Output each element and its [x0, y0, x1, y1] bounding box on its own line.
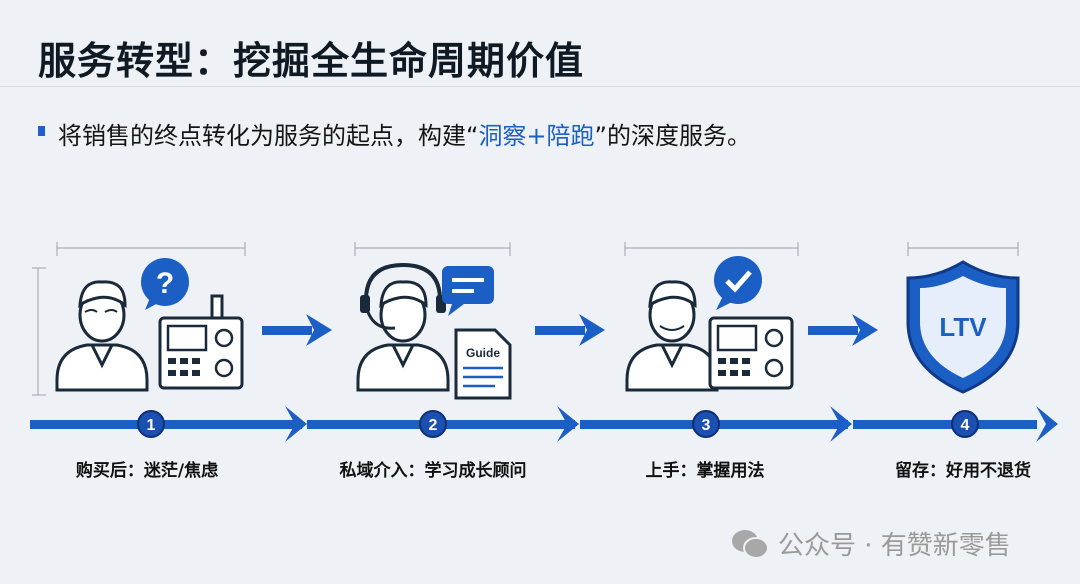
guide-doc-label: Guide [466, 346, 500, 360]
svg-text:?: ? [156, 267, 174, 300]
bullet-text-end: ”的深度服务。 [594, 122, 751, 150]
step-label-4: 留存：好用不退货 [895, 461, 1031, 481]
arrow-right-icon [262, 314, 332, 346]
watermark-text: 公众号 · 有赞新零售 [778, 531, 1011, 561]
step-number: 1 [147, 417, 156, 434]
divider [0, 86, 1080, 87]
subtitle-bullet: 将销售的终点转化为服务的起点，构建“洞察+陪跑”的深度服务。 [58, 116, 751, 151]
page-title: 服务转型：挖掘全生命周期价值 [38, 39, 585, 83]
question-bubble-icon: ? [141, 258, 189, 310]
arrow-right-icon [535, 314, 605, 346]
support-advisor-icon: Guide [356, 262, 512, 400]
step-number: 3 [702, 417, 711, 434]
step-label-2: 私域介入：学习成长顾问 [339, 461, 527, 481]
shield-label: LTV [939, 312, 987, 342]
timeline: 1 2 3 4 [30, 406, 1058, 442]
bullet-text: 将销售的终点转化为服务的起点，构建“ [58, 122, 479, 150]
bullet-marker [38, 126, 45, 136]
step-marker-4: 4 [951, 410, 979, 438]
check-bubble-icon [714, 256, 762, 310]
guide-document-icon: Guide [454, 328, 512, 400]
step-marker-2: 2 [419, 410, 447, 438]
confident-customer-icon [625, 256, 794, 392]
guide-lines [32, 242, 1019, 396]
bullet-highlight: 洞察+陪跑 [478, 122, 595, 150]
chat-bubble-icon [442, 266, 494, 316]
arrow-right-icon [808, 314, 878, 346]
watermark: 公众号 · 有赞新零售 [730, 525, 1011, 562]
wechat-icon [732, 529, 769, 559]
step-label-1: 购买后：迷茫/焦虑 [75, 461, 219, 481]
step-number: 2 [429, 417, 438, 434]
connector-arrows [262, 314, 878, 346]
step-label-3: 上手：掌握用法 [645, 461, 765, 481]
step-number: 4 [961, 417, 970, 434]
ltv-shield-icon: LTV [906, 260, 1020, 394]
step-marker-3: 3 [692, 410, 720, 438]
confused-customer-icon: ? [55, 258, 244, 392]
step-marker-1: 1 [137, 410, 165, 438]
